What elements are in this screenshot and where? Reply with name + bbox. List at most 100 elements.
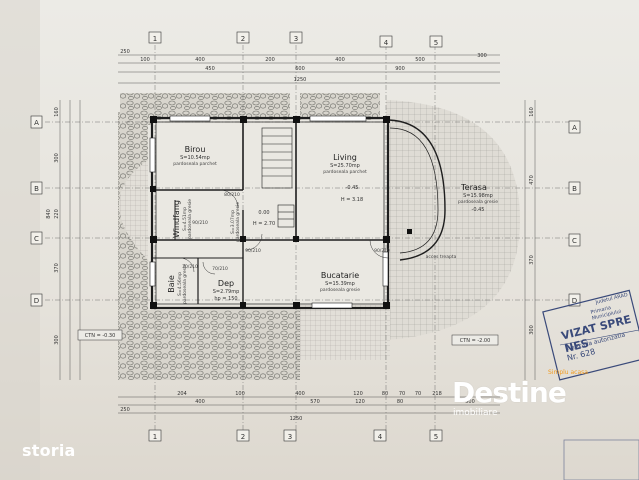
room-dep-height: hp = 150: [214, 296, 237, 302]
room-baie-floor: pardoseala gresie: [182, 264, 188, 304]
door-label-3: 90/210: [374, 248, 390, 254]
axis-left-b: B: [34, 185, 39, 193]
dim-left-5: 300: [54, 335, 60, 345]
axis-top-5: 5: [434, 39, 438, 47]
room-bucatarie-name: Bucatarie: [321, 271, 359, 280]
dim-top-2: 100: [140, 57, 150, 63]
dim-bottom-total: 1250: [290, 416, 303, 422]
room-dep-name: Dep: [218, 279, 234, 288]
room-baie-area: S=4.56mp: [177, 272, 183, 296]
ctn-left-box: [77, 329, 123, 341]
dim-top-6: 500: [415, 57, 425, 63]
brand-tagline: Simplu acasa: [548, 369, 588, 376]
brand-logo: Destine: [452, 376, 567, 409]
room-living-level: -0.45: [346, 185, 359, 191]
terrace-curve: [385, 119, 446, 261]
room-dep-area: S=2.79mp: [213, 289, 240, 295]
dim-right-3: 370: [529, 255, 535, 265]
dim-top-4: 200: [265, 57, 275, 63]
dim-bottom-8: 218: [432, 391, 442, 397]
dim-bottom-3: 400: [295, 391, 305, 397]
room-hol-area: S=3.07mp: [230, 210, 236, 234]
dim-top-row2-2: 600: [295, 66, 305, 72]
door-swings: [179, 189, 389, 275]
dim-left-2: 300: [54, 153, 60, 163]
dim-bottom-row2-2: 400: [195, 399, 205, 405]
room-bucatarie-floor: pardoseala gresie: [320, 287, 360, 293]
windows: [149, 115, 389, 309]
dim-bottom-4: 120: [353, 391, 363, 397]
dim-bottom-7: 70: [415, 391, 421, 397]
axis-bottom-3: 3: [288, 433, 292, 441]
axis-bottom-2: 2: [241, 433, 245, 441]
door-label-1: 90/210: [192, 220, 208, 226]
door-label-5: 70/210: [182, 264, 198, 270]
room-terasa-floor: pardoseala gresie: [458, 199, 498, 205]
dim-bottom-row2-5: 80: [397, 399, 403, 405]
axis-left-d: D: [34, 297, 39, 305]
dim-right-4: 300: [529, 325, 535, 335]
dim-left-4: 370: [54, 263, 60, 273]
room-terasa-name: Terasa: [460, 183, 487, 192]
room-living-floor: pardoseala parchet: [323, 169, 367, 175]
dim-right-1: 160: [529, 107, 535, 117]
dim-top-row2-1: 450: [205, 66, 215, 72]
axis-left-a: A: [34, 119, 39, 127]
interior-floor: [152, 120, 388, 305]
room-baie-name: Baie: [167, 275, 176, 293]
columns: [150, 116, 412, 309]
axis-bottom-1: 1: [153, 433, 157, 441]
dim-top-3: 400: [195, 57, 205, 63]
approval-stamp: [542, 289, 639, 480]
walls: [150, 116, 390, 310]
dim-bottom-row2-3: 570: [310, 399, 320, 405]
axis-top-4: 4: [384, 39, 389, 47]
door-label-4: 80/210: [224, 192, 240, 198]
axis-top-3: 3: [294, 35, 298, 43]
room-windfang-area: S=4.51mp: [182, 207, 188, 231]
room-living-height: H = 3.18: [341, 197, 363, 203]
room-terasa-level: -0.45: [472, 207, 485, 213]
dim-bottom-6: 70: [399, 391, 405, 397]
axis-right-d: D: [572, 297, 577, 305]
axis-bubbles: [30, 31, 581, 442]
room-birou-name: Birou: [185, 145, 206, 154]
dim-bottom-row2-4: 120: [355, 399, 365, 405]
access-step-label: acces treapta: [426, 254, 457, 260]
storia-watermark: storia: [22, 441, 76, 460]
room-living-name: Living: [333, 153, 357, 162]
dim-bottom-row2-1: 250: [120, 407, 130, 413]
level-center: 0.00: [258, 210, 269, 216]
dim-right-2: 470: [529, 175, 535, 185]
axis-bottom-5: 5: [434, 433, 438, 441]
paving-bottom: [118, 310, 300, 380]
dim-bottom-row2-6: 500: [465, 399, 475, 405]
dim-bottom-2: 100: [235, 391, 245, 397]
axis-right-c: C: [572, 237, 577, 245]
room-living-area: S=25.70mp: [330, 163, 360, 169]
door-label-2: 90/210: [245, 248, 261, 254]
dim-top-total: 1250: [294, 77, 307, 83]
staircase: [261, 127, 295, 228]
room-windfang-name: Windfang: [172, 200, 181, 238]
terrace-tiles: [386, 100, 520, 340]
dim-top-1: 250: [120, 49, 130, 55]
dim-left-total: 840: [46, 209, 52, 219]
axis-right-b: B: [572, 185, 577, 193]
brand-subtitle: imobiliare: [453, 408, 498, 418]
room-bucatarie-area: S=15.39mp: [325, 281, 355, 287]
axis-bottom-4: 4: [378, 433, 383, 441]
axis-top-2: 2: [241, 35, 245, 43]
room-terasa-area: S=15.98mp: [463, 193, 493, 199]
door-label-6: 70/210: [212, 266, 228, 272]
dim-top-row2-3: 900: [395, 66, 405, 72]
dim-left-1: 160: [54, 107, 60, 117]
room-windfang-floor: pardoseala gresie: [187, 199, 193, 239]
ctn-left-label: CTN = -0.30: [85, 333, 116, 339]
ctn-right-label: CTN = -2.00: [460, 338, 491, 344]
room-birou-floor: pardoseala parchet: [173, 161, 217, 167]
axis-right-a: A: [572, 124, 577, 132]
room-hol-floor: pardoseala gresie: [235, 202, 241, 242]
